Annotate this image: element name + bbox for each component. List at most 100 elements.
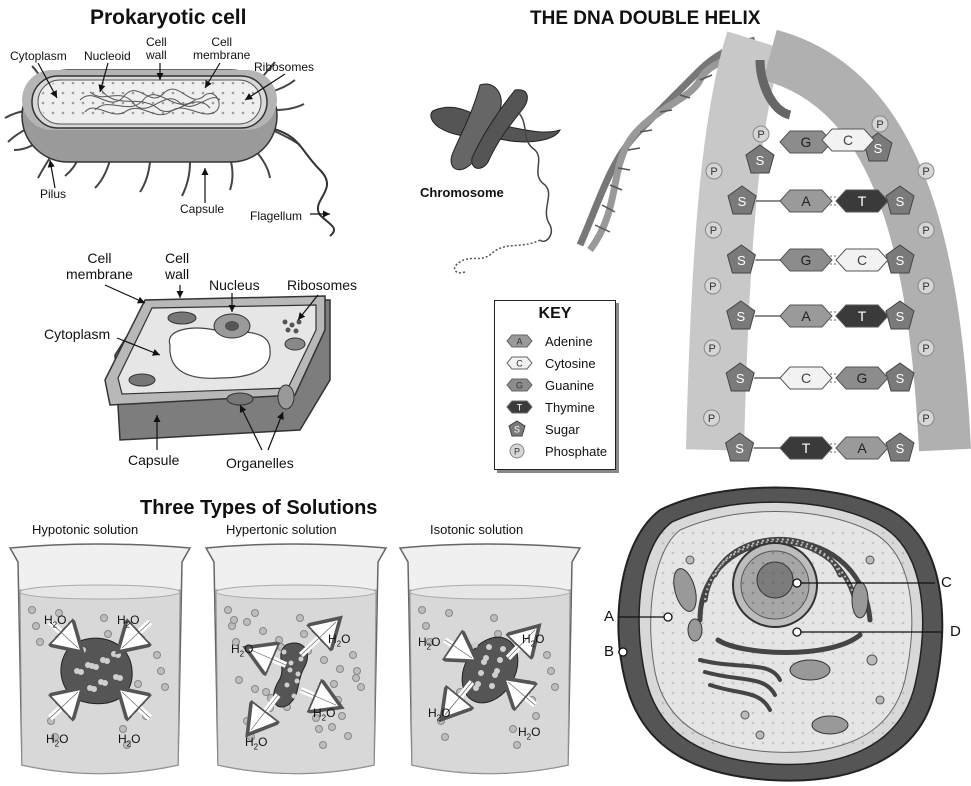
sugar-letter: S [737,253,746,268]
phosphate-letter: P [709,343,716,355]
beaker-label-hypertonic: Hypertonic solution [226,522,337,537]
label-organelles: Organelles [226,455,294,471]
phosphate-right-2: P [917,277,935,295]
chromosome-shape [430,83,561,171]
water-label: H2O [245,735,268,752]
cell-label-d: D [950,623,961,640]
base-right-2: T [835,304,889,328]
beaker-0 [8,543,192,775]
phosphate-letter: P [876,119,883,131]
prokaryote-drawing [4,61,336,237]
base-left-0: A [779,189,833,213]
phosphate-right-1: P [917,221,935,239]
phosphate-letter: P [710,225,717,237]
base-left-1: G [779,248,833,272]
sugar-letter: S [896,253,905,268]
phosphate-letter: P [922,166,929,178]
label-capsule-prok: Capsule [180,202,225,216]
base-right-top: C [821,128,875,152]
sugar-right-3: S [885,362,915,392]
cell-label-a: A [604,608,615,625]
sugar-right-4: S [885,432,915,462]
base-left-2: A [779,304,833,328]
key-symbol-phosphate: P [509,443,525,459]
beaker-2 [398,543,582,775]
water-label: H2O [231,642,254,659]
phosphate-letter: P [709,281,716,293]
phosphate-left-2: P [704,277,722,295]
sugar-right-1: S [885,244,915,274]
water-label: H2O [518,725,541,742]
base-letter: T [858,308,867,324]
sugar-left-top: S [745,144,775,174]
label-cytoplasm-prok: Cytoplasm [10,49,67,63]
key-label: Guanine [545,377,595,393]
base-letter: A [801,193,811,209]
phosphate-letter: P [922,413,929,425]
key-symbol-thymine: T [506,400,533,414]
sugar-right-2: S [885,300,915,330]
sugar-letter: S [738,194,747,209]
phosphate-right-0: P [917,162,935,180]
phosphate-left-1: P [704,221,722,239]
base-right-3: G [835,366,889,390]
cell-label-c: C [941,574,952,591]
sugar-letter: S [896,441,905,456]
base-right-4: A [835,436,889,460]
key-label: Adenine [545,333,593,349]
key-title: KEY [538,305,572,322]
key-symbol-guanine: G [506,378,533,392]
base-letter: C [801,370,811,386]
phosphate-letter: P [922,343,929,355]
water-label: H2O [117,613,140,630]
key-row-phosphate: P Phosphate [505,441,607,461]
base-left-3: C [779,366,833,390]
key-symbol-cytosine: C [506,356,533,370]
label-nucleoid: Nucleoid [84,49,131,63]
sugar-letter: S [896,371,905,386]
sugar-letter: S [756,153,765,168]
base-letter: C [857,252,867,268]
base-letter: C [843,132,853,148]
beaker-label-hypotonic: Hypotonic solution [32,522,139,537]
base-letter: G [801,252,812,268]
sugar-letter: S [896,309,905,324]
phosphate-letter: P [922,225,929,237]
key-label: Sugar [545,421,580,437]
key-label: Cytosine [545,355,596,371]
sugar-left-4: S [725,432,755,462]
base-letter: T [802,440,811,456]
phosphate-left-4: P [703,409,721,427]
base-letter: G [857,370,868,386]
key-symbol-letter: T [517,403,523,413]
phosphate-left-3: P [703,339,721,357]
beaker-1 [204,543,388,775]
water-label: H2O [428,706,451,723]
sugar-letter: S [896,194,905,209]
sugar-left-1: S [726,244,756,274]
water-label: H2O [418,635,441,652]
phosphate-letter: P [708,413,715,425]
sugar-left-3: S [725,362,755,392]
base-right-1: C [835,248,889,272]
base-letter: G [801,134,812,150]
key-label: Phosphate [545,443,608,459]
sugar-left-0: S [727,185,757,215]
key-row-cytosine: C Cytosine [505,353,596,373]
phosphate-letter: P [922,281,929,293]
base-right-0: T [835,189,889,213]
base-letter: A [801,308,811,324]
label-cell-wall-plant: Cell wall [165,250,190,282]
phosphate-letter: P [710,166,717,178]
key-symbol-letter: P [514,447,520,457]
base-letter: T [858,193,867,209]
label-chromosome: Chromosome [420,185,504,200]
phosphate-left-top: P [752,125,770,143]
label-cell-membrane-plant: Cell membrane [66,250,133,282]
dna-title: THE DNA DOUBLE HELIX [530,8,761,29]
base-letter: A [857,440,867,456]
label-pilus: Pilus [40,187,67,201]
